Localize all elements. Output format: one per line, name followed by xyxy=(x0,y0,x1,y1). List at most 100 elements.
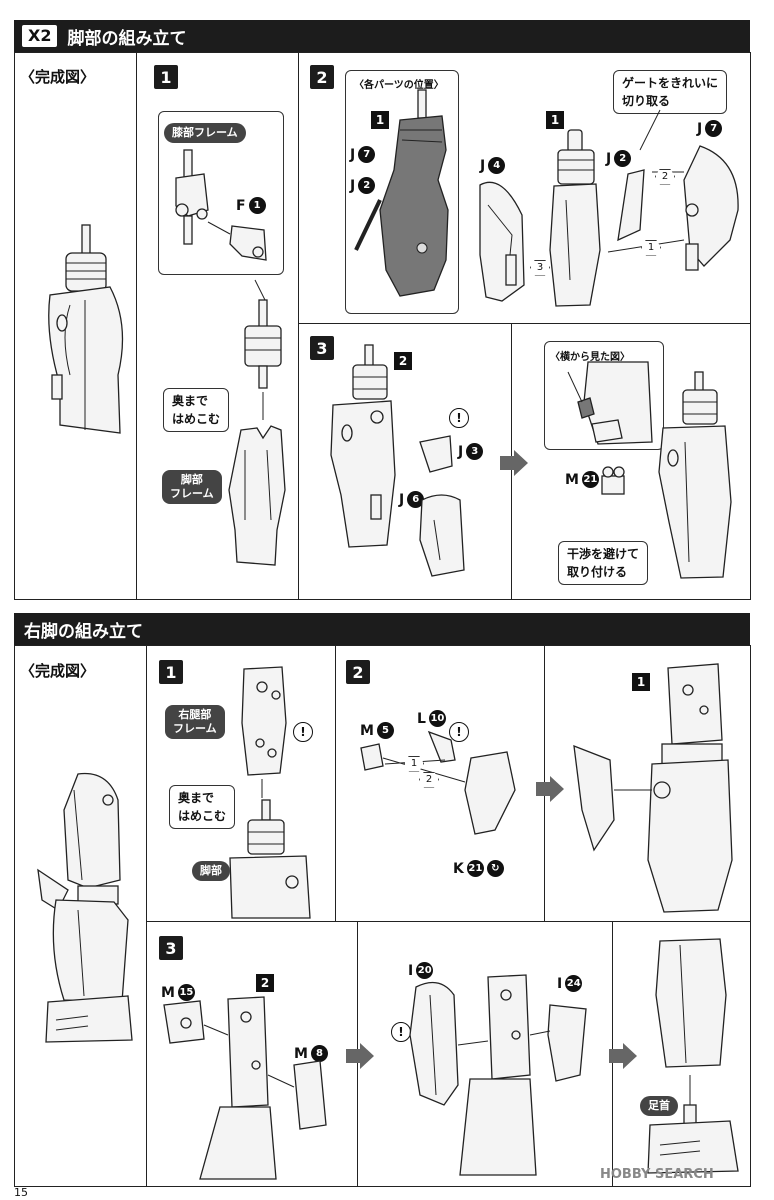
knee-frame-label: 膝部フレーム xyxy=(164,123,246,143)
knee-frame-callout-box xyxy=(158,111,284,275)
cut-gate-note: ゲートをきれいに 切り取る xyxy=(613,70,728,114)
step-number: 2 xyxy=(346,660,370,684)
side-view-illustration xyxy=(567,361,653,445)
runner-letter: M xyxy=(565,471,579,488)
thigh-frame-label: 右腿部 フレーム xyxy=(165,705,225,739)
section-header-leg-assembly: X2 脚部の組み立て xyxy=(14,20,750,52)
subassembly-number: 2 xyxy=(256,974,274,992)
assembly-order-2: 2 xyxy=(419,767,439,788)
push-fully-note: 奥まで はめこむ xyxy=(163,388,230,432)
part-m21-illustration xyxy=(601,466,625,495)
step2-result-illustration xyxy=(573,663,733,913)
side-view-box xyxy=(544,341,664,450)
part-number: 4 xyxy=(488,157,506,174)
divider xyxy=(146,645,147,1187)
part-number: 7 xyxy=(358,146,376,163)
section-title: 右脚の組み立て xyxy=(24,621,143,642)
runner-letter: L xyxy=(417,710,426,727)
finished-leg-illustration xyxy=(48,224,124,434)
finished-right-leg-illustration xyxy=(37,772,133,1043)
leg-label: 脚部 xyxy=(192,861,230,881)
finished-label: 〈完成図〉 xyxy=(20,68,96,86)
step-number: 1 xyxy=(154,65,178,89)
runner-letter: J xyxy=(480,157,486,174)
order-marker: 3 xyxy=(530,259,550,276)
part-number: 1 xyxy=(248,197,266,214)
part-j4-illustration xyxy=(479,181,525,302)
parts-position-box xyxy=(345,70,459,314)
thigh-frame-illustration xyxy=(241,666,287,798)
times-two-badge: X2 xyxy=(22,25,58,47)
runner-letter: J xyxy=(458,443,464,460)
part-number: 3 xyxy=(466,443,484,460)
part-number: 24 xyxy=(565,975,583,992)
assembly-order-1: 1 xyxy=(641,235,661,256)
step2-parts-illustration xyxy=(360,730,516,835)
part-number: 21 xyxy=(581,471,599,488)
order-marker: 1 xyxy=(404,755,424,772)
next-arrow-icon xyxy=(609,1043,637,1069)
assembly-order-1: 1 xyxy=(404,751,424,772)
step3-middle-illustration xyxy=(409,974,587,1176)
parts-position-title: 〈各パーツの位置〉 xyxy=(354,80,444,91)
runner-letter: M xyxy=(161,984,175,1001)
divider xyxy=(136,52,137,600)
step3-parts-illustration xyxy=(163,996,327,1180)
runner-letter: J xyxy=(399,491,405,508)
page-number: 15 xyxy=(14,1186,28,1199)
avoid-interference-note: 干渉を避けて 取り付ける xyxy=(558,541,649,585)
part-number: 20 xyxy=(416,962,434,979)
step3-result-leg xyxy=(658,371,732,579)
subassembly-number: 1 xyxy=(371,111,389,129)
part-number: 8 xyxy=(310,1045,328,1062)
assembly-order-2: 2 xyxy=(655,164,675,185)
side-view-title: 〈横から見た図〉 xyxy=(550,352,630,363)
part-number: 21 xyxy=(466,860,484,877)
section-title: 脚部の組み立て xyxy=(67,28,187,49)
part-number: 2 xyxy=(358,177,376,194)
runner-letter: I xyxy=(408,962,414,979)
part-label-1: 1 xyxy=(632,673,650,691)
part-label-1: 1 xyxy=(371,111,389,129)
runner-letter: I xyxy=(557,975,563,992)
order-marker: 2 xyxy=(655,168,675,185)
section-header-right-leg: 右脚の組み立て xyxy=(14,613,750,645)
next-arrow-icon xyxy=(536,776,564,802)
part-j6-illustration xyxy=(419,494,465,577)
next-arrow-icon xyxy=(346,1043,374,1069)
flip-icon: ↻ xyxy=(486,860,504,877)
divider xyxy=(146,921,750,922)
part-label-2: 2 xyxy=(394,352,412,370)
step-number: 3 xyxy=(159,936,183,960)
assembly-order-3: 3 xyxy=(530,255,550,276)
runner-letter: M xyxy=(360,722,374,739)
knee-frame-part xyxy=(175,149,267,261)
order-marker: 2 xyxy=(419,771,439,788)
finished-label: 〈完成図〉 xyxy=(20,662,96,680)
runner-letter: J xyxy=(697,120,703,137)
parts-position-illustration xyxy=(354,89,449,297)
part-j2-j7-illustration xyxy=(607,109,739,271)
caution-icon: ! xyxy=(293,722,313,742)
part-number: 7 xyxy=(705,120,723,137)
part-number: 6 xyxy=(407,491,425,508)
runner-letter: J xyxy=(350,146,356,163)
caution-icon: ! xyxy=(449,722,469,742)
runner-letter: M xyxy=(294,1045,308,1062)
step2-frame-illustration xyxy=(549,129,601,307)
runner-letter: J xyxy=(350,177,356,194)
push-fully-note: 奥まで はめこむ xyxy=(169,785,236,829)
step3-result-illustration xyxy=(647,938,739,1174)
